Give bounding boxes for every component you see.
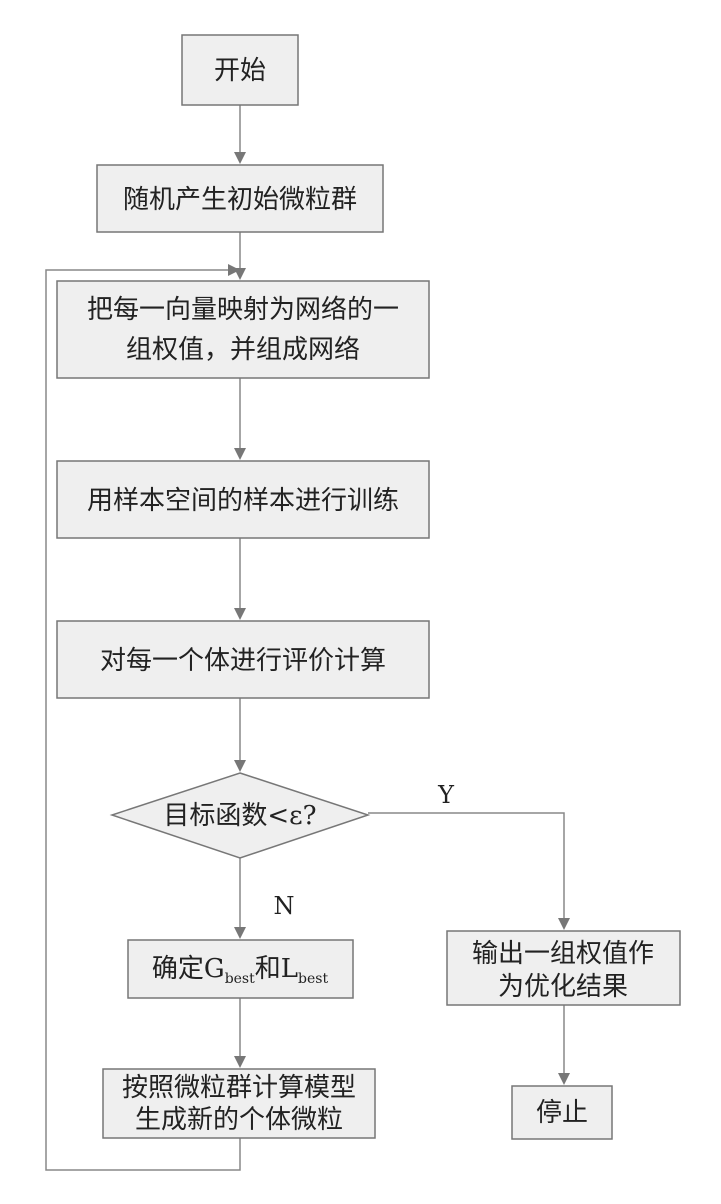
- edge-loop-back: [45, 264, 241, 1171]
- node-evaluate-text: 对每一个体进行评价计算: [100, 646, 386, 676]
- node-update: 按照微粒群计算模型 生成新的个体微粒: [102, 1068, 376, 1139]
- node-output-text-line1: 输出一组权值作: [472, 939, 654, 969]
- node-output: 输出一组权值作 为优化结果: [446, 930, 681, 1006]
- node-update-text-line2: 生成新的个体微粒: [135, 1105, 343, 1135]
- node-init-text: 随机产生初始微粒群: [123, 185, 357, 215]
- edge-label-yes: Y: [437, 781, 455, 809]
- best-prefix: 确定G: [152, 954, 225, 984]
- node-decision: 目标函数<ε?: [109, 772, 371, 859]
- node-train: 用样本空间的样本进行训练: [56, 460, 430, 539]
- best-sub-g: best: [225, 971, 255, 987]
- node-map: 把每一向量映射为网络的一 组权值，并组成网络: [56, 280, 430, 379]
- node-start: 开始: [181, 34, 299, 106]
- best-mid: 和L: [255, 954, 298, 984]
- node-init: 随机产生初始微粒群: [96, 164, 384, 233]
- best-sub-l: best: [298, 971, 328, 987]
- node-map-text-line2: 组权值，并组成网络: [126, 335, 360, 365]
- node-start-text: 开始: [214, 56, 266, 86]
- node-stop-text: 停止: [536, 1098, 588, 1128]
- node-evaluate: 对每一个体进行评价计算: [56, 620, 430, 699]
- edge-label-no: N: [274, 892, 295, 920]
- node-update-text-line1: 按照微粒群计算模型: [122, 1073, 356, 1103]
- node-train-text: 用样本空间的样本进行训练: [87, 486, 399, 516]
- node-decision-text: 目标函数<ε?: [163, 801, 316, 831]
- node-best-text: 确定Gbest和Lbest: [152, 954, 329, 987]
- node-stop: 停止: [511, 1085, 613, 1140]
- node-best: 确定Gbest和Lbest: [127, 939, 354, 999]
- node-output-text-line2: 为优化结果: [498, 972, 628, 1002]
- edge-decision-to-output: [368, 812, 570, 930]
- node-map-text-line1: 把每一向量映射为网络的一: [87, 295, 399, 325]
